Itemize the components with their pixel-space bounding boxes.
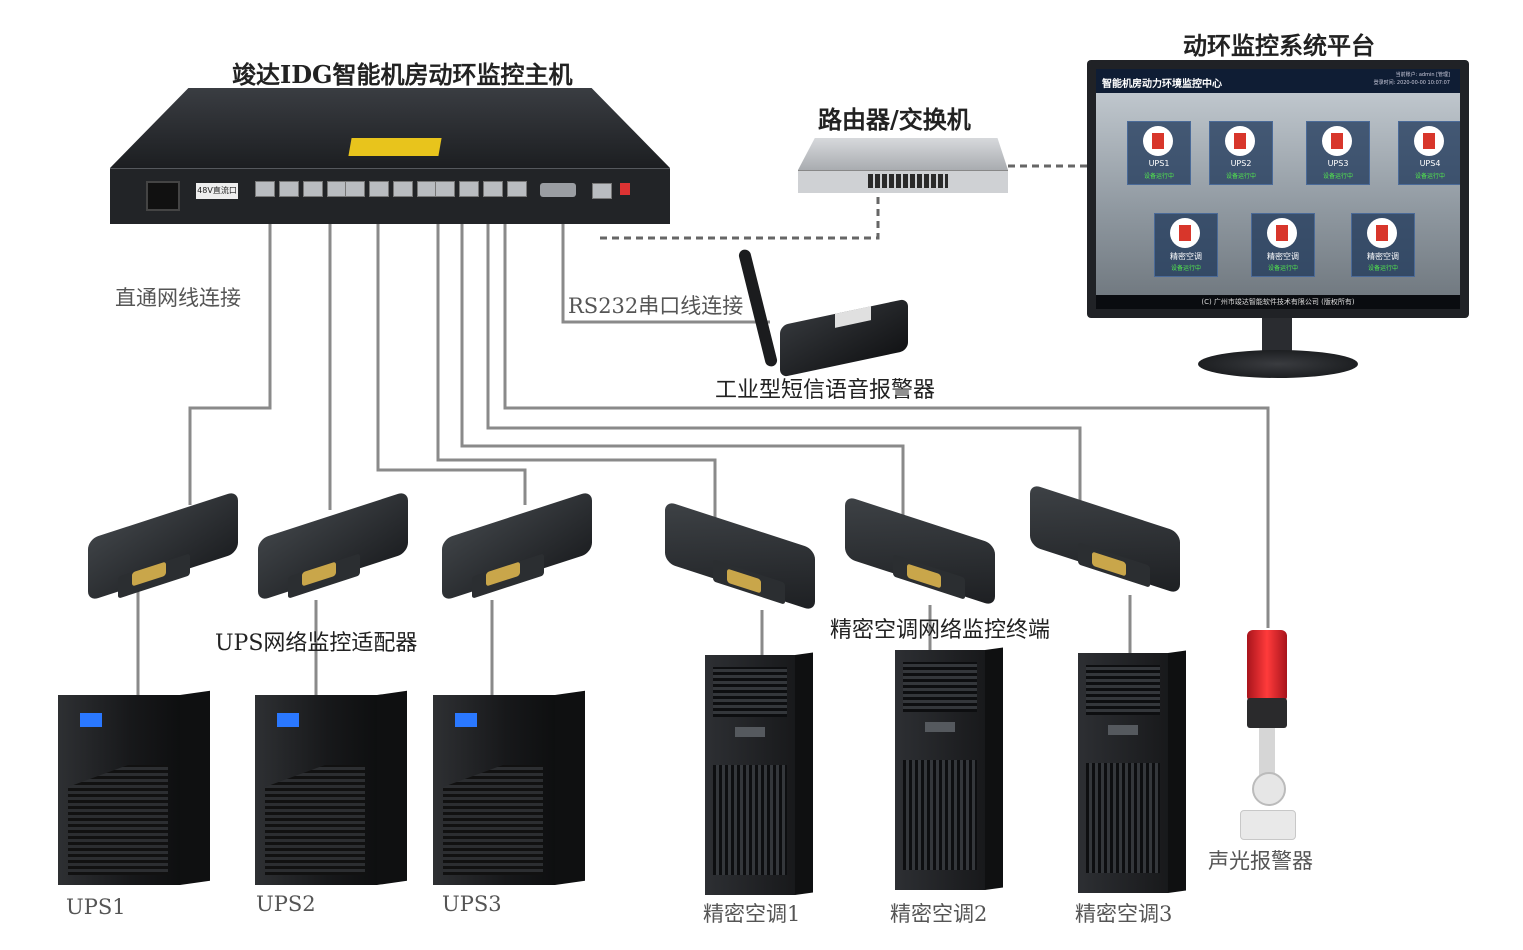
- beacon-label: 声光报警器: [1208, 849, 1313, 873]
- ups-icon: [1225, 126, 1255, 156]
- wire-ac3: [486, 218, 1082, 510]
- wire-ac1: [436, 218, 717, 525]
- ups-unit-3: [433, 690, 585, 885]
- platform-monitor: 智能机房动力环境监控中心 当前账户: admin [管理] 登录时间: 2020…: [1087, 60, 1469, 318]
- warning-label: [348, 138, 442, 156]
- ac2-label: 精密空调2: [890, 902, 988, 926]
- tile-ups1[interactable]: UPS1 设备运行中: [1127, 121, 1191, 185]
- beacon-mount: [1240, 810, 1296, 840]
- ups2-label: UPS2: [256, 892, 316, 916]
- rs232-link-label: RS232串口线连接: [568, 294, 744, 318]
- wire-rs232: [561, 210, 770, 324]
- ups-adapter-1: [88, 490, 238, 602]
- platform-title: 动环监控系统平台: [1183, 31, 1375, 60]
- ups-unit-1: [58, 690, 210, 885]
- ups-adapter-label: UPS网络监控适配器: [215, 631, 418, 656]
- tile-ups2[interactable]: UPS2 设备运行中: [1209, 121, 1273, 185]
- host-front-panel: 48V直流口: [110, 168, 670, 224]
- ups-icon: [1322, 126, 1352, 156]
- usb-port-icon: [620, 183, 630, 195]
- wire-ac2: [460, 218, 905, 525]
- ac-icon: [1170, 218, 1200, 248]
- tile-ac2[interactable]: 精密空调 设备运行中: [1251, 213, 1315, 277]
- ac1-label: 精密空调1: [703, 902, 801, 926]
- sms-alarm-label: 工业型短信语音报警器: [715, 378, 936, 403]
- router-label: 路由器/交换机: [818, 105, 971, 134]
- screen-header: 智能机房动力环境监控中心 当前账户: admin [管理] 登录时间: 2020…: [1096, 69, 1460, 93]
- lcd-icon: [80, 713, 102, 727]
- screen-footer: (C) 广州市竣达智能软件技术有限公司 (版权所有): [1096, 295, 1460, 309]
- rj45-ports-group2: [345, 181, 437, 197]
- tile-ac1[interactable]: 精密空调 设备运行中: [1154, 213, 1218, 277]
- lcd-icon: [277, 713, 299, 727]
- wire-beacon: [503, 218, 1270, 628]
- tile-ac3[interactable]: 精密空调 设备运行中: [1351, 213, 1415, 277]
- ac-unit-1: [705, 652, 813, 895]
- ac-icon: [1267, 218, 1297, 248]
- rj45-ports-group1: [255, 181, 347, 197]
- platform-screen: 智能机房动力环境监控中心 当前账户: admin [管理] 登录时间: 2020…: [1096, 69, 1460, 309]
- ac-icon: [1367, 218, 1397, 248]
- ups-icon: [1414, 126, 1444, 156]
- ups-adapter-3: [442, 490, 592, 602]
- switch-ports-icon: [868, 174, 948, 188]
- ups1-label: UPS1: [66, 895, 126, 919]
- ethernet-link-label: 直通网线连接: [115, 286, 241, 310]
- ups-adapter-2: [258, 490, 408, 602]
- lcd-icon: [455, 713, 477, 727]
- tile-ups4[interactable]: UPS4 设备运行中: [1398, 121, 1460, 185]
- beacon-light-icon: [1247, 630, 1287, 700]
- wire-ups1: [188, 218, 272, 505]
- ac-terminal-label: 精密空调网络监控终端: [830, 618, 1051, 643]
- rj45-ports-group3: [435, 181, 527, 197]
- host-title: 竣达IDG智能机房动环监控主机: [232, 60, 573, 89]
- ac-terminal-3: [1030, 483, 1180, 595]
- ups3-label: UPS3: [442, 892, 502, 916]
- ac-terminal-1: [665, 500, 815, 612]
- monitoring-host: 48V直流口: [110, 88, 670, 224]
- tile-ups3[interactable]: UPS3 设备运行中: [1306, 121, 1370, 185]
- lan-port-icon: [592, 183, 612, 199]
- dc-port-label: 48V直流口: [196, 183, 238, 199]
- wire-host-router: [600, 192, 880, 240]
- rs232-port-icon: [540, 183, 576, 197]
- ac3-label: 精密空调3: [1075, 902, 1173, 926]
- power-socket-icon: [146, 181, 180, 211]
- network-switch: [798, 138, 1008, 193]
- ac-terminal-2: [845, 495, 995, 607]
- monitor-base: [1198, 350, 1358, 378]
- ac-unit-2: [895, 647, 1003, 890]
- screen-title: 智能机房动力环境监控中心: [1102, 79, 1222, 90]
- ac-unit-3: [1078, 650, 1186, 893]
- ups-icon: [1143, 126, 1173, 156]
- ups-unit-2: [255, 690, 407, 885]
- screen-user-info: 当前账户: admin [管理] 登录时间: 2020-00-00 10:07:…: [1373, 72, 1450, 86]
- host-top-panel: [110, 88, 670, 168]
- wire-ups3: [376, 218, 527, 505]
